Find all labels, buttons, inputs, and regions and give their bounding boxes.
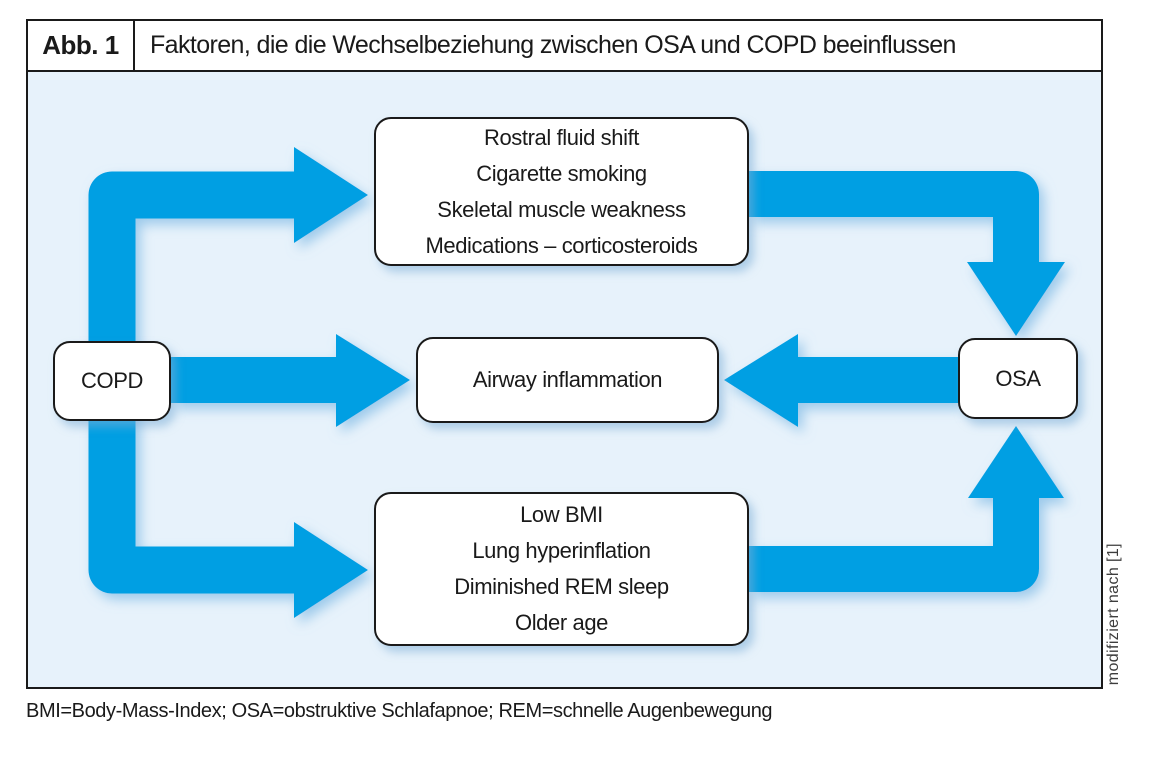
- node-bottom-factors: Low BMI Lung hyperinflation Diminished R…: [374, 492, 749, 646]
- arrowhead-copd-to-top-factors: [294, 147, 368, 243]
- figure-number: Abb. 1: [28, 21, 135, 70]
- arrow-bottom-factors-to-osa: [749, 498, 1039, 592]
- arrowhead-copd-to-bottom-factors: [294, 522, 368, 618]
- bottom-factor-line: Lung hyperinflation: [472, 538, 651, 563]
- arrowhead-top-factors-to-osa: [967, 262, 1065, 336]
- top-factor-line: Medications – corticosteroids: [425, 232, 698, 258]
- bottom-factor-line: Diminished REM sleep: [454, 574, 669, 599]
- flow-arrows-layer: [88, 147, 1065, 618]
- bottom-factor-line: Older age: [514, 610, 608, 635]
- node-airway-inflammation: Airway inflammation: [416, 337, 719, 423]
- arrow-copd-to-bottom-factors: [88, 381, 294, 594]
- figure-caption-bar: Abb. 1 Faktoren, die die Wechselbeziehun…: [26, 19, 1103, 72]
- top-factor-line: Skeletal muscle weakness: [437, 196, 686, 222]
- copd-label: COPD: [81, 368, 143, 393]
- abbreviations-footnote: BMI=Body-Mass-Index; OSA=obstruktive Sch…: [26, 700, 773, 722]
- arrowhead-bottom-factors-to-osa: [968, 426, 1064, 498]
- airway-inflammation-label: Airway inflammation: [472, 367, 663, 392]
- arrowhead-copd-to-airway: [336, 334, 410, 427]
- diagram-panel: Rostral fluid shift Cigarette smoking Sk…: [26, 70, 1103, 689]
- figure-title: Faktoren, die die Wechselbeziehung zwisc…: [150, 31, 956, 59]
- top-factor-line: Cigarette smoking: [476, 160, 647, 186]
- source-credit: modifiziert nach [1]: [1105, 542, 1122, 685]
- node-top-factors: Rostral fluid shift Cigarette smoking Sk…: [374, 117, 749, 266]
- arrowhead-osa-to-airway: [724, 334, 798, 427]
- node-copd: COPD: [53, 341, 171, 421]
- bottom-factor-line: Low BMI: [520, 502, 603, 527]
- top-factor-line: Rostral fluid shift: [483, 124, 639, 150]
- node-osa: OSA: [958, 338, 1078, 419]
- arrow-top-factors-to-osa: [749, 171, 1039, 262]
- arrow-copd-to-top-factors: [88, 171, 294, 381]
- osa-label: OSA: [995, 365, 1041, 391]
